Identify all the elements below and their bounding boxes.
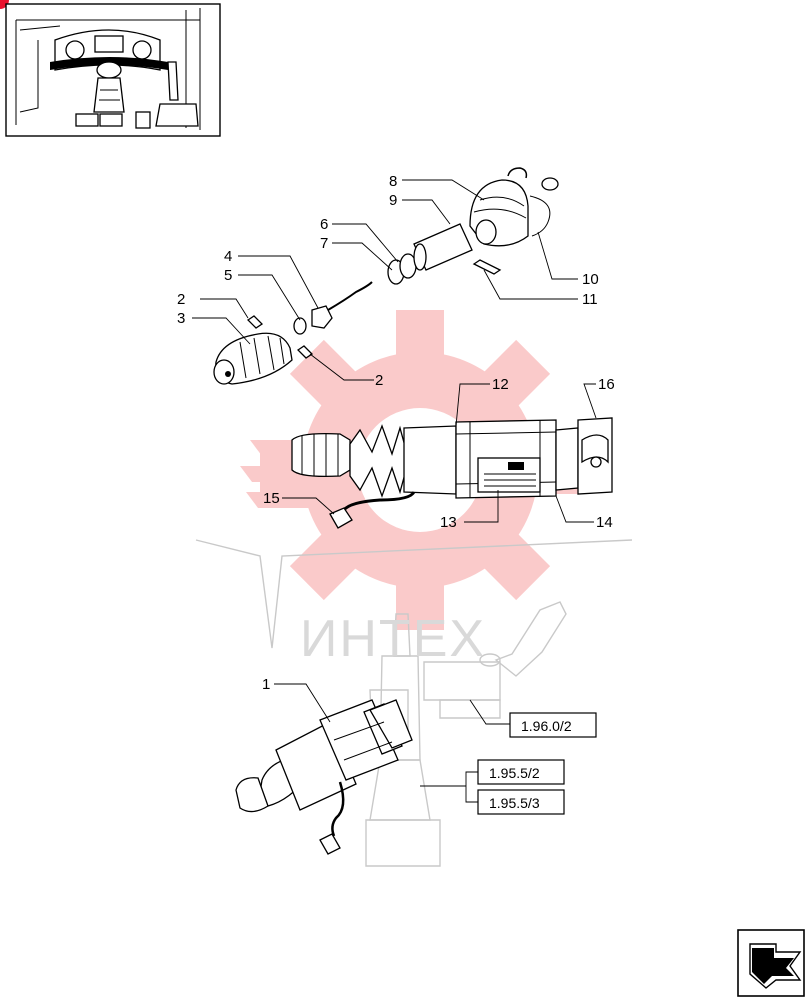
callout-12[interactable]: 12 (492, 376, 509, 393)
svg-text:1.95.5/2: 1.95.5/2 (489, 765, 540, 781)
svg-text:1.95.5/3: 1.95.5/3 (489, 795, 540, 811)
callout-9[interactable]: 9 (389, 192, 397, 209)
switch-complete (235, 699, 413, 855)
reference-box-1-95-5-2[interactable]: 1.95.5/2 (477, 759, 565, 785)
reference-box-1-96-0-2[interactable]: 1.96.0/2 (509, 712, 597, 738)
callout-2b[interactable]: 2 (375, 372, 383, 389)
svg-text:1.96.0/2: 1.96.0/2 (521, 718, 572, 734)
callout-6[interactable]: 6 (320, 216, 328, 233)
reference-box-1-95-5-3[interactable]: 1.95.5/3 (477, 789, 565, 815)
next-page-arrow-icon[interactable] (737, 929, 805, 997)
steering-column-ghost (195, 539, 633, 867)
callouts: 1 2 3 4 5 6 7 8 9 10 11 2 12 16 15 13 14 (177, 173, 615, 693)
callout-4[interactable]: 4 (224, 248, 232, 265)
callout-3[interactable]: 3 (177, 310, 185, 327)
corner-marker (0, 0, 9, 9)
cab-thumbnail-icon[interactable] (5, 3, 221, 137)
callout-10[interactable]: 10 (582, 271, 599, 288)
exploded-parts (213, 167, 559, 385)
callout-15[interactable]: 15 (263, 490, 280, 507)
leader-lines (192, 179, 597, 803)
callout-16[interactable]: 16 (598, 376, 615, 393)
callout-11[interactable]: 11 (582, 291, 598, 308)
callout-8[interactable]: 8 (389, 173, 397, 190)
watermark-text: ИНТЕХ (300, 610, 486, 668)
callout-2a[interactable]: 2 (177, 291, 185, 308)
callout-13[interactable]: 13 (440, 514, 457, 531)
callout-14[interactable]: 14 (596, 514, 613, 531)
callout-1[interactable]: 1 (262, 676, 270, 693)
callout-5[interactable]: 5 (224, 267, 232, 284)
switch-assembly (291, 417, 613, 529)
callout-7[interactable]: 7 (320, 235, 328, 252)
